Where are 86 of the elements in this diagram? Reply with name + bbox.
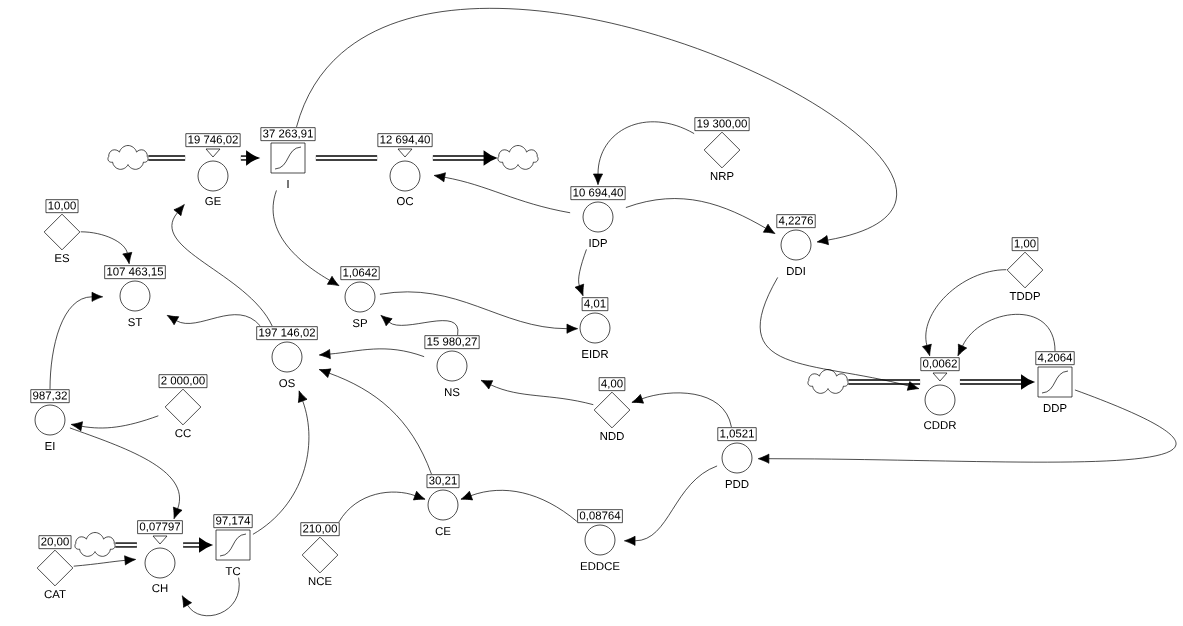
flow-pipe — [959, 374, 1034, 390]
value-box: 4,01 — [581, 297, 609, 311]
variable-label: EDDCE — [580, 562, 620, 571]
value-box: 19 300,00 — [694, 117, 750, 131]
variable-label: TDDP — [1009, 292, 1040, 300]
variable-label: CE — [435, 527, 451, 536]
variable-label: OC — [397, 197, 414, 206]
connector-arrow — [252, 390, 310, 535]
variable-label: EIDR — [582, 350, 609, 358]
variable-label: I — [287, 180, 289, 188]
value-box: 0,08764 — [577, 509, 623, 523]
flow-pipe — [848, 379, 921, 385]
connector-arrow — [624, 465, 718, 546]
value-box: 4,2276 — [776, 214, 816, 228]
connector-arrow — [296, 9, 898, 245]
connector-arrow — [272, 190, 340, 287]
value-box: 15 980,27 — [424, 335, 480, 349]
variable-label: ES — [55, 254, 70, 263]
connector-arrow — [593, 121, 695, 185]
connector-arrow — [757, 389, 1176, 464]
value-box: 197 146,02 — [256, 326, 318, 340]
value-box: 2 000,00 — [158, 374, 208, 388]
connector-arrow — [460, 490, 578, 522]
flow-pipe — [183, 537, 212, 553]
variable-label: GE — [205, 197, 221, 206]
value-box: 210,00 — [300, 522, 340, 536]
connector-arrow — [49, 291, 104, 390]
connector-arrow — [181, 577, 240, 617]
variable-label: NCE — [308, 577, 332, 586]
connector-arrow — [171, 204, 273, 327]
flow-pipe — [432, 150, 497, 166]
variable-label: IDP — [589, 239, 607, 247]
value-box: 97,174 — [213, 514, 253, 528]
connector-arrow — [957, 314, 1056, 357]
connector-arrow — [70, 415, 159, 432]
value-box: 1,0521 — [717, 427, 757, 441]
value-box: 4,00 — [598, 377, 626, 391]
value-box: 1,0642 — [340, 266, 380, 280]
value-box: 1,00 — [1011, 237, 1039, 251]
variable-label: PDD — [725, 480, 749, 488]
value-box: 107 463,15 — [104, 265, 166, 279]
connector-arrow — [433, 172, 571, 214]
flow-pipe — [315, 155, 378, 161]
connector-arrow — [73, 555, 136, 567]
cloud-icon — [74, 532, 116, 557]
connector-arrow — [380, 315, 459, 336]
variable-label: SP — [352, 319, 367, 328]
value-box: 30,21 — [426, 474, 460, 488]
value-box: 37 263,91 — [260, 127, 316, 141]
variable-label: CH — [152, 584, 168, 593]
variable-label: OS — [279, 379, 295, 388]
variable-label: CDDR — [924, 421, 956, 430]
variable-label: DDI — [787, 267, 805, 275]
connector-arrow — [922, 269, 1007, 357]
variable-label: EI — [45, 442, 55, 450]
connector-arrow — [69, 427, 183, 520]
connector-arrow — [625, 198, 776, 234]
value-box: 10 694,40 — [570, 186, 626, 200]
variable-label: NRP — [710, 172, 734, 180]
connector-arrow — [574, 249, 587, 297]
variable-label: NDD — [600, 432, 624, 440]
connector-arrow — [760, 277, 920, 391]
value-box: 10,00 — [45, 199, 79, 213]
value-box: 987,32 — [30, 389, 70, 403]
connector-arrow — [318, 348, 425, 359]
cloud-icon — [497, 145, 539, 170]
variable-label: CAT — [44, 590, 66, 599]
variable-label: NS — [445, 388, 460, 397]
cloud-icon — [107, 145, 149, 170]
cloud-icon — [807, 369, 849, 394]
connector-arrow — [338, 490, 426, 523]
flow-pipe — [115, 542, 137, 548]
connector-arrow — [480, 380, 594, 406]
variable-label: TC — [225, 567, 241, 576]
variable-label: ST — [128, 318, 142, 327]
connector-arrow — [318, 368, 432, 475]
value-box: 20,00 — [38, 535, 72, 549]
flow-pipe — [240, 150, 259, 166]
connector-arrow — [80, 231, 133, 265]
connector-arrow — [166, 314, 261, 327]
flow-pipe — [148, 155, 186, 161]
variable-label: DDP — [1043, 404, 1067, 412]
variable-label: CC — [175, 429, 191, 438]
connector-arrow — [631, 392, 732, 428]
connector-arrow — [379, 291, 578, 334]
value-box: 4,2064 — [1035, 351, 1075, 365]
